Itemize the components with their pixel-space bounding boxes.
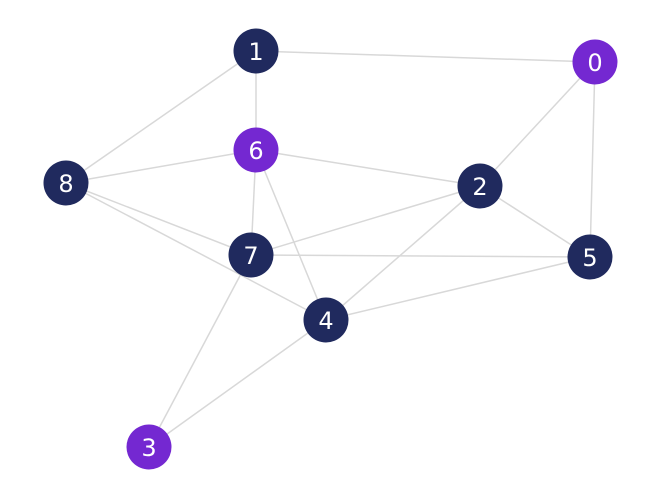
- graph-node-circle-4: [303, 297, 349, 343]
- graph-edge-1-8: [65, 50, 257, 184]
- graph-edge-4-6: [255, 149, 327, 321]
- graph-edge-0-5: [589, 61, 596, 258]
- graph-edges: [65, 50, 596, 448]
- graph-node-8: 8: [43, 160, 89, 206]
- graph-nodes: 0 1 2 3 4 5 6 7 8: [43, 28, 618, 470]
- graph-node-2: 2: [457, 163, 503, 209]
- graph-edge-6-8: [65, 149, 257, 184]
- graph-node-0: 0: [572, 39, 618, 85]
- graph-edge-0-2: [479, 61, 596, 187]
- graph-node-1: 1: [233, 28, 279, 74]
- graph-node-circle-2: [457, 163, 503, 209]
- graph-node-circle-8: [43, 160, 89, 206]
- graph-node-circle-7: [228, 232, 274, 278]
- graph-edge-5-7: [250, 254, 591, 258]
- graph-edge-3-7: [148, 254, 252, 448]
- graph-node-7: 7: [228, 232, 274, 278]
- graph-node-circle-3: [126, 424, 172, 470]
- graph-node-circle-6: [233, 127, 279, 173]
- graph-edge-2-7: [250, 185, 481, 256]
- graph-node-5: 5: [567, 234, 613, 280]
- graph-node-circle-5: [567, 234, 613, 280]
- graph-node-3: 3: [126, 424, 172, 470]
- graph-edge-2-6: [255, 149, 481, 187]
- graph-edge-2-4: [325, 185, 481, 321]
- graph-node-6: 6: [233, 127, 279, 173]
- graph-node-circle-0: [572, 39, 618, 85]
- graph-edge-4-8: [65, 182, 327, 321]
- graph-edge-7-8: [65, 182, 252, 256]
- graph-edge-0-1: [255, 50, 596, 63]
- graph-node-4: 4: [303, 297, 349, 343]
- graph-edge-4-5: [325, 256, 591, 321]
- graph-edge-3-4: [148, 319, 327, 448]
- graph-node-circle-1: [233, 28, 279, 74]
